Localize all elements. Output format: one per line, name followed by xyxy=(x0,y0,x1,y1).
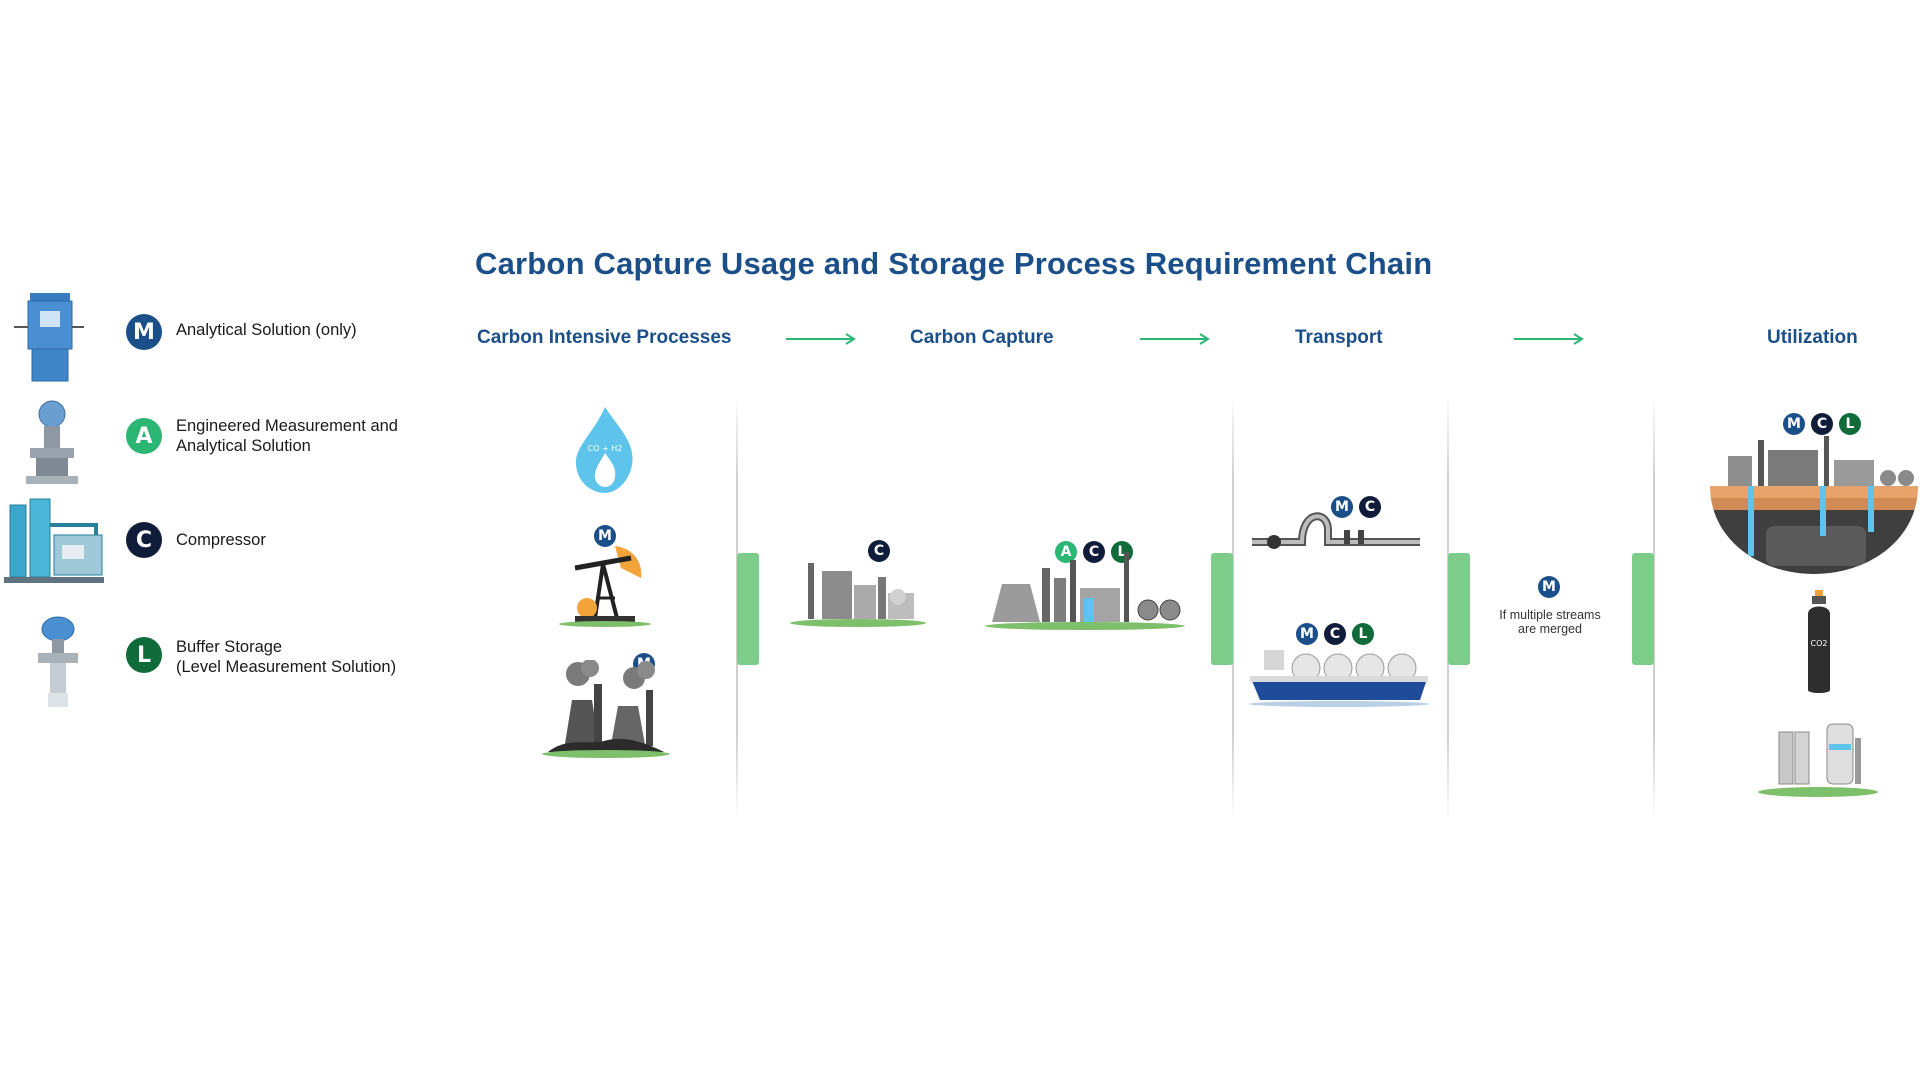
badge-C: C xyxy=(1324,623,1346,645)
stage-carbon-capture: Carbon Capture xyxy=(910,327,1054,348)
badge-A: A xyxy=(1055,541,1077,563)
legend-item-compressor: C Compressor xyxy=(0,495,440,595)
badge-group: A C L xyxy=(1055,541,1133,563)
legend-label-L: Buffer Storage (Level Measurement Soluti… xyxy=(176,637,396,677)
legend-label-A: Engineered Measurement and Analytical So… xyxy=(176,416,398,456)
page-title: Carbon Capture Usage and Storage Process… xyxy=(475,246,1433,281)
legend-item-analytical: M Analytical Solution (only) xyxy=(0,287,440,387)
legend-label-A-line2: Analytical Solution xyxy=(176,437,311,455)
level-transmitter-icon xyxy=(0,615,110,715)
flame-label: CO + H2 xyxy=(588,444,623,453)
legend-item-engineered: A Engineered Measurement and Analytical … xyxy=(0,398,440,498)
badge-L: L xyxy=(126,637,162,673)
badge-A: A xyxy=(126,418,162,454)
badge-L: L xyxy=(1352,623,1374,645)
badge-C: C xyxy=(126,522,162,558)
industrial-plant-icon xyxy=(788,553,928,629)
stage-utilization: Utilization xyxy=(1767,327,1858,348)
connector-tab xyxy=(1632,553,1654,665)
badge-M: M xyxy=(1538,576,1560,598)
co2-cylinder-icon: CO2 xyxy=(1804,590,1834,696)
column-divider xyxy=(1232,395,1234,820)
legend-label-L-line2: (Level Measurement Solution) xyxy=(176,658,397,676)
underground-storage-icon xyxy=(1708,430,1920,576)
badge-C: C xyxy=(868,540,890,562)
legend-label-M: Analytical Solution (only) xyxy=(176,321,357,339)
arrow-right-icon xyxy=(1140,333,1210,345)
arrow-right-icon xyxy=(786,333,856,345)
merge-note-line1: If multiple streams xyxy=(1499,608,1601,622)
arrow-right-icon xyxy=(1514,333,1584,345)
badge-C: C xyxy=(1359,496,1381,518)
column-divider xyxy=(1653,395,1655,820)
badge-group: M C xyxy=(1331,496,1381,518)
merge-note-line2: are merged xyxy=(1518,622,1582,636)
storage-tanks-icon xyxy=(1755,718,1881,800)
compressor-skid-icon xyxy=(0,495,110,595)
badge-L: L xyxy=(1839,413,1861,435)
legend-label-C: Compressor xyxy=(176,531,266,549)
stage-carbon-intensive: Carbon Intensive Processes xyxy=(477,327,732,348)
oil-pumpjack-icon xyxy=(555,538,655,628)
legend-label-L-line1: Buffer Storage xyxy=(176,638,283,656)
capture-facility-icon xyxy=(980,548,1190,632)
pipeline-icon xyxy=(1248,500,1428,556)
badge-C: C xyxy=(1083,541,1105,563)
stage-transport: Transport xyxy=(1295,327,1383,348)
badge-M: M xyxy=(1331,496,1353,518)
merge-note: If multiple streams are merged xyxy=(1490,608,1610,636)
legend-label-A-line1: Engineered Measurement and xyxy=(176,417,398,435)
badge-group: M C L xyxy=(1783,413,1861,435)
badge-M: M xyxy=(1783,413,1805,435)
connector-tab xyxy=(1211,553,1233,665)
connector-tab xyxy=(1448,553,1470,665)
badge-C: C xyxy=(1811,413,1833,435)
badge-M: M xyxy=(126,314,162,350)
badge-group: M C L xyxy=(1296,623,1374,645)
badge-M: M xyxy=(1296,623,1318,645)
lng-carrier-ship-icon xyxy=(1244,640,1434,708)
cylinder-label: CO2 xyxy=(1811,639,1828,648)
connector-tab xyxy=(737,553,759,665)
analyzer-cabinet-icon xyxy=(0,287,110,387)
coal-power-plant-icon xyxy=(538,660,674,760)
legend-item-buffer-storage: L Buffer Storage (Level Measurement Solu… xyxy=(0,615,440,715)
flame-icon: CO + H2 xyxy=(570,405,640,495)
badge-M: M xyxy=(594,525,616,547)
flow-transmitter-icon xyxy=(0,398,110,498)
